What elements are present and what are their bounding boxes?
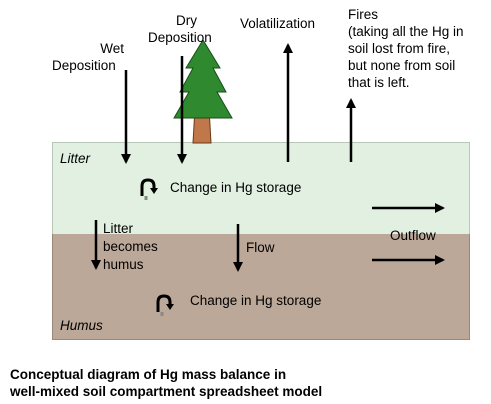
fires-label-3: soil lost from fire, [348, 41, 451, 56]
wet-label-2: Deposition [52, 58, 116, 73]
dry-label-1: Dry [176, 13, 197, 28]
litter-label: Litter [60, 151, 91, 166]
outflow-label: Outflow [390, 228, 436, 243]
flow-label: Flow [246, 240, 275, 255]
wet-label-1: Wet [100, 41, 124, 56]
fires-label-2: (taking all the Hg in [348, 24, 464, 39]
caption-line-2: well-mixed soil compartment spreadsheet … [10, 384, 323, 399]
caption-line-1: Conceptual diagram of Hg mass balance in [10, 367, 287, 382]
change-storage-humus: Change in Hg storage [190, 293, 322, 308]
volatilization-label: Volatilization [240, 16, 316, 31]
fires-label-5: that is left. [348, 75, 410, 90]
litter-humus-label-3: humus [103, 257, 144, 272]
change-storage-litter: Change in Hg storage [170, 180, 302, 195]
humus-label: Humus [60, 318, 103, 333]
tree-icon [173, 39, 233, 144]
fires-label-1: Fires [348, 7, 378, 22]
fires-label-4: but none from soil [348, 58, 456, 73]
litter-humus-label-2: becomes [103, 239, 158, 254]
cycle-arrow-icon-litter [140, 178, 158, 200]
dry-label-2: Deposition [148, 30, 212, 45]
litter-humus-label-1: Litter [103, 221, 134, 236]
humus-compartment [52, 234, 470, 340]
cycle-arrow-icon-humus [156, 294, 174, 316]
